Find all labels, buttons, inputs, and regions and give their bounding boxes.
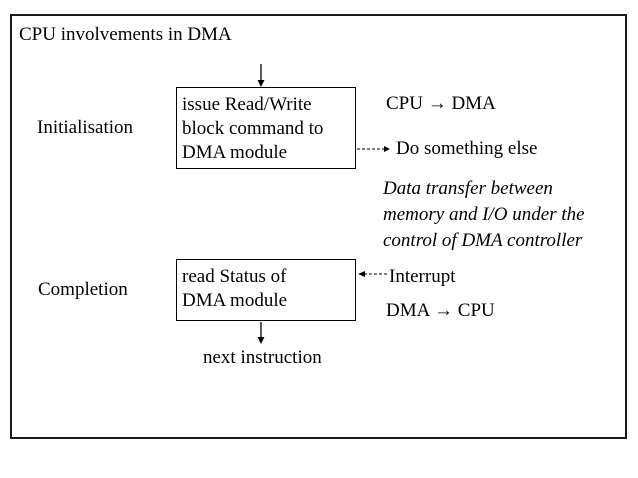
stage-initialisation-label: Initialisation [37, 117, 134, 138]
issue-box-line-3: DMA module [182, 142, 288, 163]
issue-box-line-1: issue Read/Write [182, 94, 312, 115]
data-transfer-line-3: control of DMA controller [383, 230, 583, 251]
incoming-arrow [257, 64, 265, 87]
read-status-box: read Status of DMA module [176, 259, 356, 321]
issue-command-box: issue Read/Write block command to DMA mo… [176, 87, 356, 169]
dma-to-cpu-label: DMA → CPU [386, 300, 495, 321]
status-box-line-2: DMA module [182, 290, 288, 311]
cpu-to-dma-label: CPU → DMA [386, 93, 496, 114]
issue-box-line-2: block command to [182, 118, 324, 139]
data-transfer-line-1: Data transfer between [383, 178, 553, 199]
do-something-else-arrow [357, 146, 390, 152]
status-box-line-1: read Status of [182, 266, 287, 287]
slide-title: CPU involvements in DMA [19, 24, 232, 45]
stage-completion-label: Completion [38, 279, 128, 300]
data-transfer-line-2: memory and I/O under the [383, 204, 585, 225]
next-instruction-label: next instruction [203, 347, 322, 368]
interrupt-label: Interrupt [389, 266, 456, 287]
interrupt-arrow [358, 271, 388, 277]
slide-frame [10, 14, 627, 439]
do-something-else-label: Do something else [396, 138, 538, 159]
outgoing-arrow [257, 322, 265, 344]
